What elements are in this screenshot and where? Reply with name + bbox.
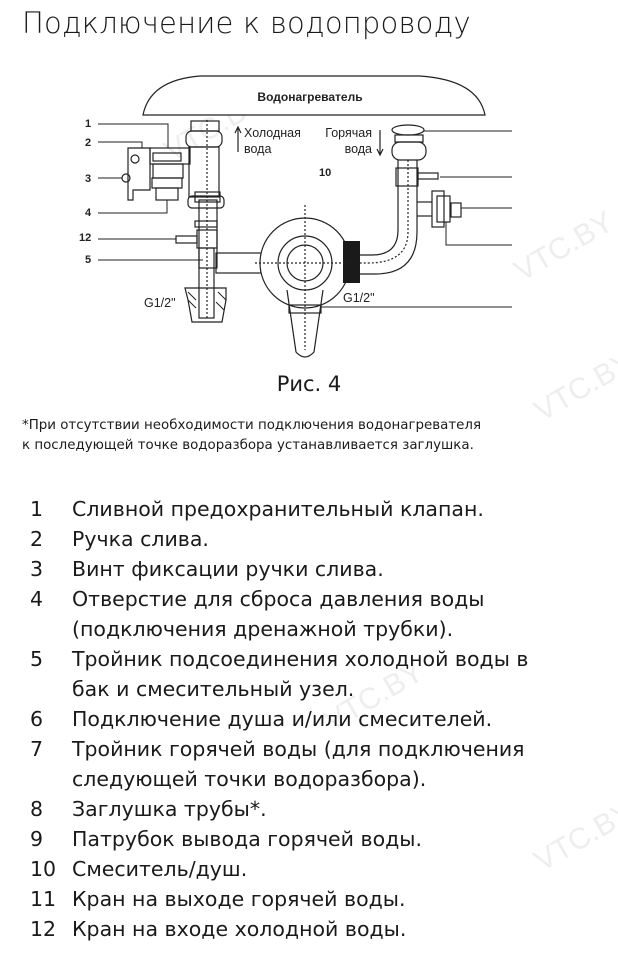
legend-number: 1 xyxy=(30,497,44,521)
legend-text-line: бак и смесительный узел. xyxy=(72,677,355,701)
legend-text-line: Тройник подсоединения холодной воды в xyxy=(72,647,529,671)
legend-text: Отверстие для сброса давления воды (подкл… xyxy=(72,584,618,644)
legend-text-line: Смеситель/душ. xyxy=(72,857,248,881)
legend-item: 11 Кран на выходе горячей воды. xyxy=(0,884,618,914)
legend-item: 4 Отверстие для сброса давления воды (подк… xyxy=(0,584,618,644)
legend-text-line: Патрубок вывода горячей воды. xyxy=(72,827,423,851)
legend-number: 12 xyxy=(30,917,57,941)
callout-10: 10 xyxy=(319,167,331,179)
legend-number: 11 xyxy=(30,887,57,911)
legend-list: 1 Сливной предохранительный клапан. 2 Ручка… xyxy=(0,494,618,944)
legend-text: Сливной предохранительный клапан. xyxy=(72,494,618,524)
legend-number: 5 xyxy=(30,647,44,671)
legend-text: Патрубок вывода горячей воды. xyxy=(72,824,618,854)
hot-water-label-2: вода xyxy=(345,142,372,156)
legend-item: 7 Тройник горячей воды (для подключения сл… xyxy=(0,734,618,794)
legend-text-line: Кран на входе холодной воды. xyxy=(72,917,407,941)
legend-text-line: Заглушка трубы*. xyxy=(72,797,267,821)
legend-text-line: Подключение душа и/или смесителей. xyxy=(72,707,493,731)
legend-item: 5 Тройник подсоединения холодной воды в ба… xyxy=(0,644,618,704)
callout-5: 5 xyxy=(85,254,91,266)
legend-text: Кран на выходе горячей воды. xyxy=(72,884,618,914)
legend-text-line: Сливной предохранительный клапан. xyxy=(72,497,484,521)
legend-text: Заглушка трубы*. xyxy=(72,794,618,824)
legend-item: 9 Патрубок вывода горячей воды. xyxy=(0,824,618,854)
legend-number: 10 xyxy=(30,857,57,881)
hot-pipe xyxy=(360,124,462,275)
callout-4: 4 xyxy=(85,207,92,219)
legend-number: 8 xyxy=(30,797,44,821)
legend-text-line: следующей точки водоразбора). xyxy=(72,767,427,791)
legend-item: 6 Подключение душа и/или смесителей. xyxy=(0,704,618,734)
legend-text: Тройник горячей воды (для подключения сле… xyxy=(72,734,618,794)
legend-text-line: Винт фиксации ручки слива. xyxy=(72,557,384,581)
figure-caption: Рис. 4 xyxy=(276,372,342,396)
legend-text-line: Кран на выходе горячей воды. xyxy=(72,887,406,911)
water-connection-diagram: Водонагреватель xyxy=(79,75,512,358)
legend-number: 3 xyxy=(30,557,44,581)
safety-valve xyxy=(121,147,191,201)
legend-text: Винт фиксации ручки слива. xyxy=(72,554,618,584)
cold-water-label-1: Холодная xyxy=(244,126,301,140)
legend-item: 2 Ручка слива. xyxy=(0,524,618,554)
mixer-tap xyxy=(255,205,360,358)
footnote-line: к последующей точке водоразбора устанавл… xyxy=(22,438,474,453)
heater-body xyxy=(142,75,486,116)
callout-1: 1 xyxy=(85,118,91,130)
heater-label: Водонагреватель xyxy=(257,90,362,104)
legend-item: 1 Сливной предохранительный клапан. xyxy=(0,494,618,524)
legend-number: 9 xyxy=(30,827,44,851)
hot-arrow-icon xyxy=(376,130,384,157)
legend-text: Смеситель/душ. xyxy=(72,854,618,884)
legend-number: 6 xyxy=(30,707,44,731)
leader-lines xyxy=(98,123,512,308)
legend-text: Кран на входе холодной воды. xyxy=(72,914,618,944)
callout-2: 2 xyxy=(85,137,91,149)
legend-text: Ручка слива. xyxy=(72,524,618,554)
legend-number: 7 xyxy=(30,737,44,761)
thread-left-label: G1/2" xyxy=(144,296,176,310)
cold-water-label-2: вода xyxy=(244,142,271,156)
callout-3: 3 xyxy=(85,173,91,185)
cold-arrow-icon xyxy=(234,125,242,152)
page-title: Подключение к водопроводу xyxy=(22,6,471,40)
legend-number: 4 xyxy=(30,587,44,611)
legend-item: 3 Винт фиксации ручки слива. xyxy=(0,554,618,584)
callout-12: 12 xyxy=(79,232,91,244)
legend-item: 10 Смеситель/душ. xyxy=(0,854,618,884)
legend-number: 2 xyxy=(30,527,44,551)
legend-text-line: (подключения дренажной трубки). xyxy=(72,617,454,641)
legend-text-line: Отверстие для сброса давления воды xyxy=(72,587,485,611)
hot-water-label-1: Горячая xyxy=(325,126,372,140)
footnote-line: *При отсутствии необходимости подключени… xyxy=(22,418,482,433)
legend-text: Тройник подсоединения холодной воды в бак… xyxy=(72,644,618,704)
legend-text-line: Ручка слива. xyxy=(72,527,209,551)
legend-text: Подключение душа и/или смесителей. xyxy=(72,704,618,734)
legend-item: 12 Кран на входе холодной воды. xyxy=(0,914,618,944)
legend-text-line: Тройник горячей воды (для подключения xyxy=(72,737,525,761)
legend-item: 8 Заглушка трубы*. xyxy=(0,794,618,824)
footnote: *При отсутствии необходимости подключени… xyxy=(22,416,481,456)
thread-right-label: G1/2" xyxy=(343,291,375,305)
